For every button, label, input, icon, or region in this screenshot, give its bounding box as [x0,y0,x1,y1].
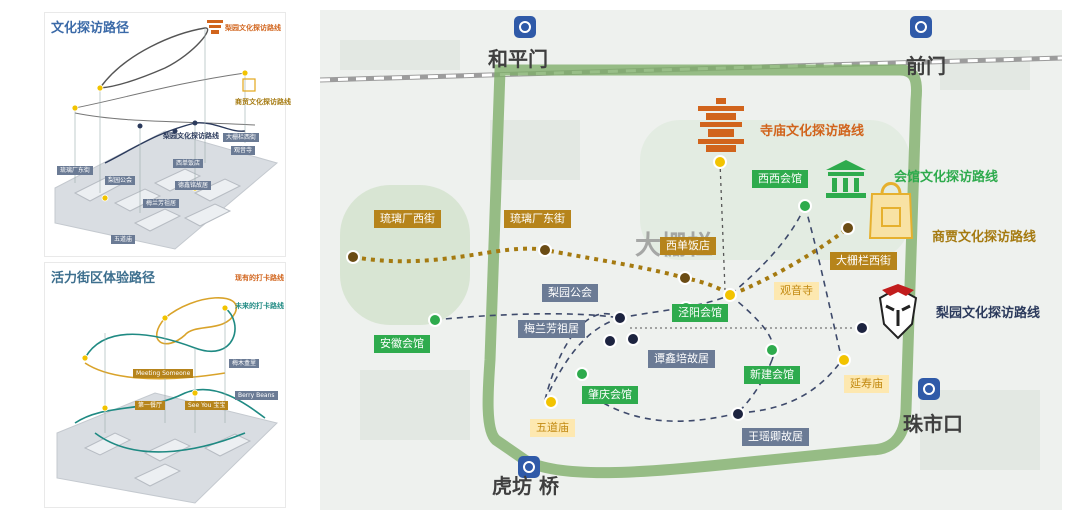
station-hufangqiao: 虎坊 桥 [492,474,559,498]
place-label-yanshou-temple: 延寿庙 [844,375,889,393]
place-label-xixi-guild: 西西会馆 [752,170,808,188]
place-label-dashilan-west: 大栅栏西街 [830,252,897,270]
metro-icon [918,378,940,400]
inset-route-opera: 梨园文化探访路线 [163,132,219,140]
inset-route-future: 未来的打卡路线 [235,302,284,310]
inset-label: 德鑫铭故居 [175,181,212,190]
inset-label: 西单饭店 [173,159,204,168]
inset-label: 五道庙 [111,235,136,244]
temple-icon [698,98,744,152]
culture-inset-graphic [54,20,279,250]
inset-label: 第一餐厅 [135,401,166,410]
inset-label: 梨园公会 [105,176,136,185]
inset-title-culture: 文化探访路径 [51,21,130,36]
place-markers [346,155,869,421]
vitality-routes-inset: 活力街区体验路径 现有的打卡路线 未来的打卡路线 Meeting Someone… [44,262,286,508]
place-label-jingyang-guild: 泾阳会馆 [672,304,728,322]
metro-icon [518,456,540,478]
inset-title-vitality: 活力街区体验路径 [51,271,156,286]
inset-route-temple: 梨园文化探访路线 [225,24,281,32]
inset-label: Meeting Someone [133,369,194,378]
place-label-meilanfang: 梅兰芳祖居 [518,320,585,338]
temple-route-line [719,161,726,291]
place-label-liulichang-east: 琉璃厂东街 [504,210,571,228]
shopping-bag-icon [868,182,914,239]
inset-label: 观音寺 [231,146,256,155]
inset-label: 梅兰芳祖居 [143,199,180,208]
place-label-xinjian-guild: 新建会馆 [744,366,800,384]
place-label-dexinming: 谭鑫培故居 [648,350,715,368]
place-label-liyuan-guild: 梨园公会 [542,284,598,302]
commerce-route-line [352,226,850,298]
inset-route-commerce: 商贸文化探访路线 [235,98,291,106]
place-label-liulichang-west: 琉璃厂西街 [374,210,441,228]
route-name-commerce: 商贾文化探访路线 [932,230,1037,245]
station-zhushikou: 珠市口 [903,412,963,436]
inset-label: 梅木盒里 [229,359,260,368]
inset-route-current: 现有的打卡路线 [235,274,284,282]
station-qianmen: 前门 [906,54,946,78]
inset-label: 琉璃厂东街 [57,166,94,175]
place-label-wudao-temple: 五道庙 [530,419,575,437]
route-name-guild: 会馆文化探访路线 [894,170,999,185]
main-route-map: 和平门 前门 珠市口 虎坊 桥 大栅栏 寺庙文化探访路线 会馆文化探访路线 商贾… [320,10,1062,510]
place-label-xidan-hotel: 西单饭店 [660,237,716,255]
route-name-temple: 寺庙文化探访路线 [760,124,865,139]
place-label-zhaoqing-guild: 肇庆会馆 [582,386,638,404]
place-label-anhui-guild: 安徽会馆 [374,335,430,353]
inset-label: 大栅栏西街 [223,133,260,142]
culture-routes-inset: 文化探访路径 梨园文化探访路线 商贸文化探访路 [44,12,291,257]
place-label-wangyaoqing: 王瑶卿故居 [742,428,809,446]
opera-mask-icon [878,284,918,340]
guild-hall-icon [826,160,866,198]
vitality-inset-graphic [56,296,278,504]
metro-icon [910,16,932,38]
route-name-opera: 梨园文化探访路线 [936,306,1041,321]
station-hepingmen: 和平门 [488,47,548,71]
ring-road [482,64,923,479]
metro-icon [514,16,536,38]
inset-label: See You 宝宝 [185,401,229,410]
place-label-guanyin-temple: 观音寺 [774,282,819,300]
inset-label: Berry Beans [235,391,278,400]
